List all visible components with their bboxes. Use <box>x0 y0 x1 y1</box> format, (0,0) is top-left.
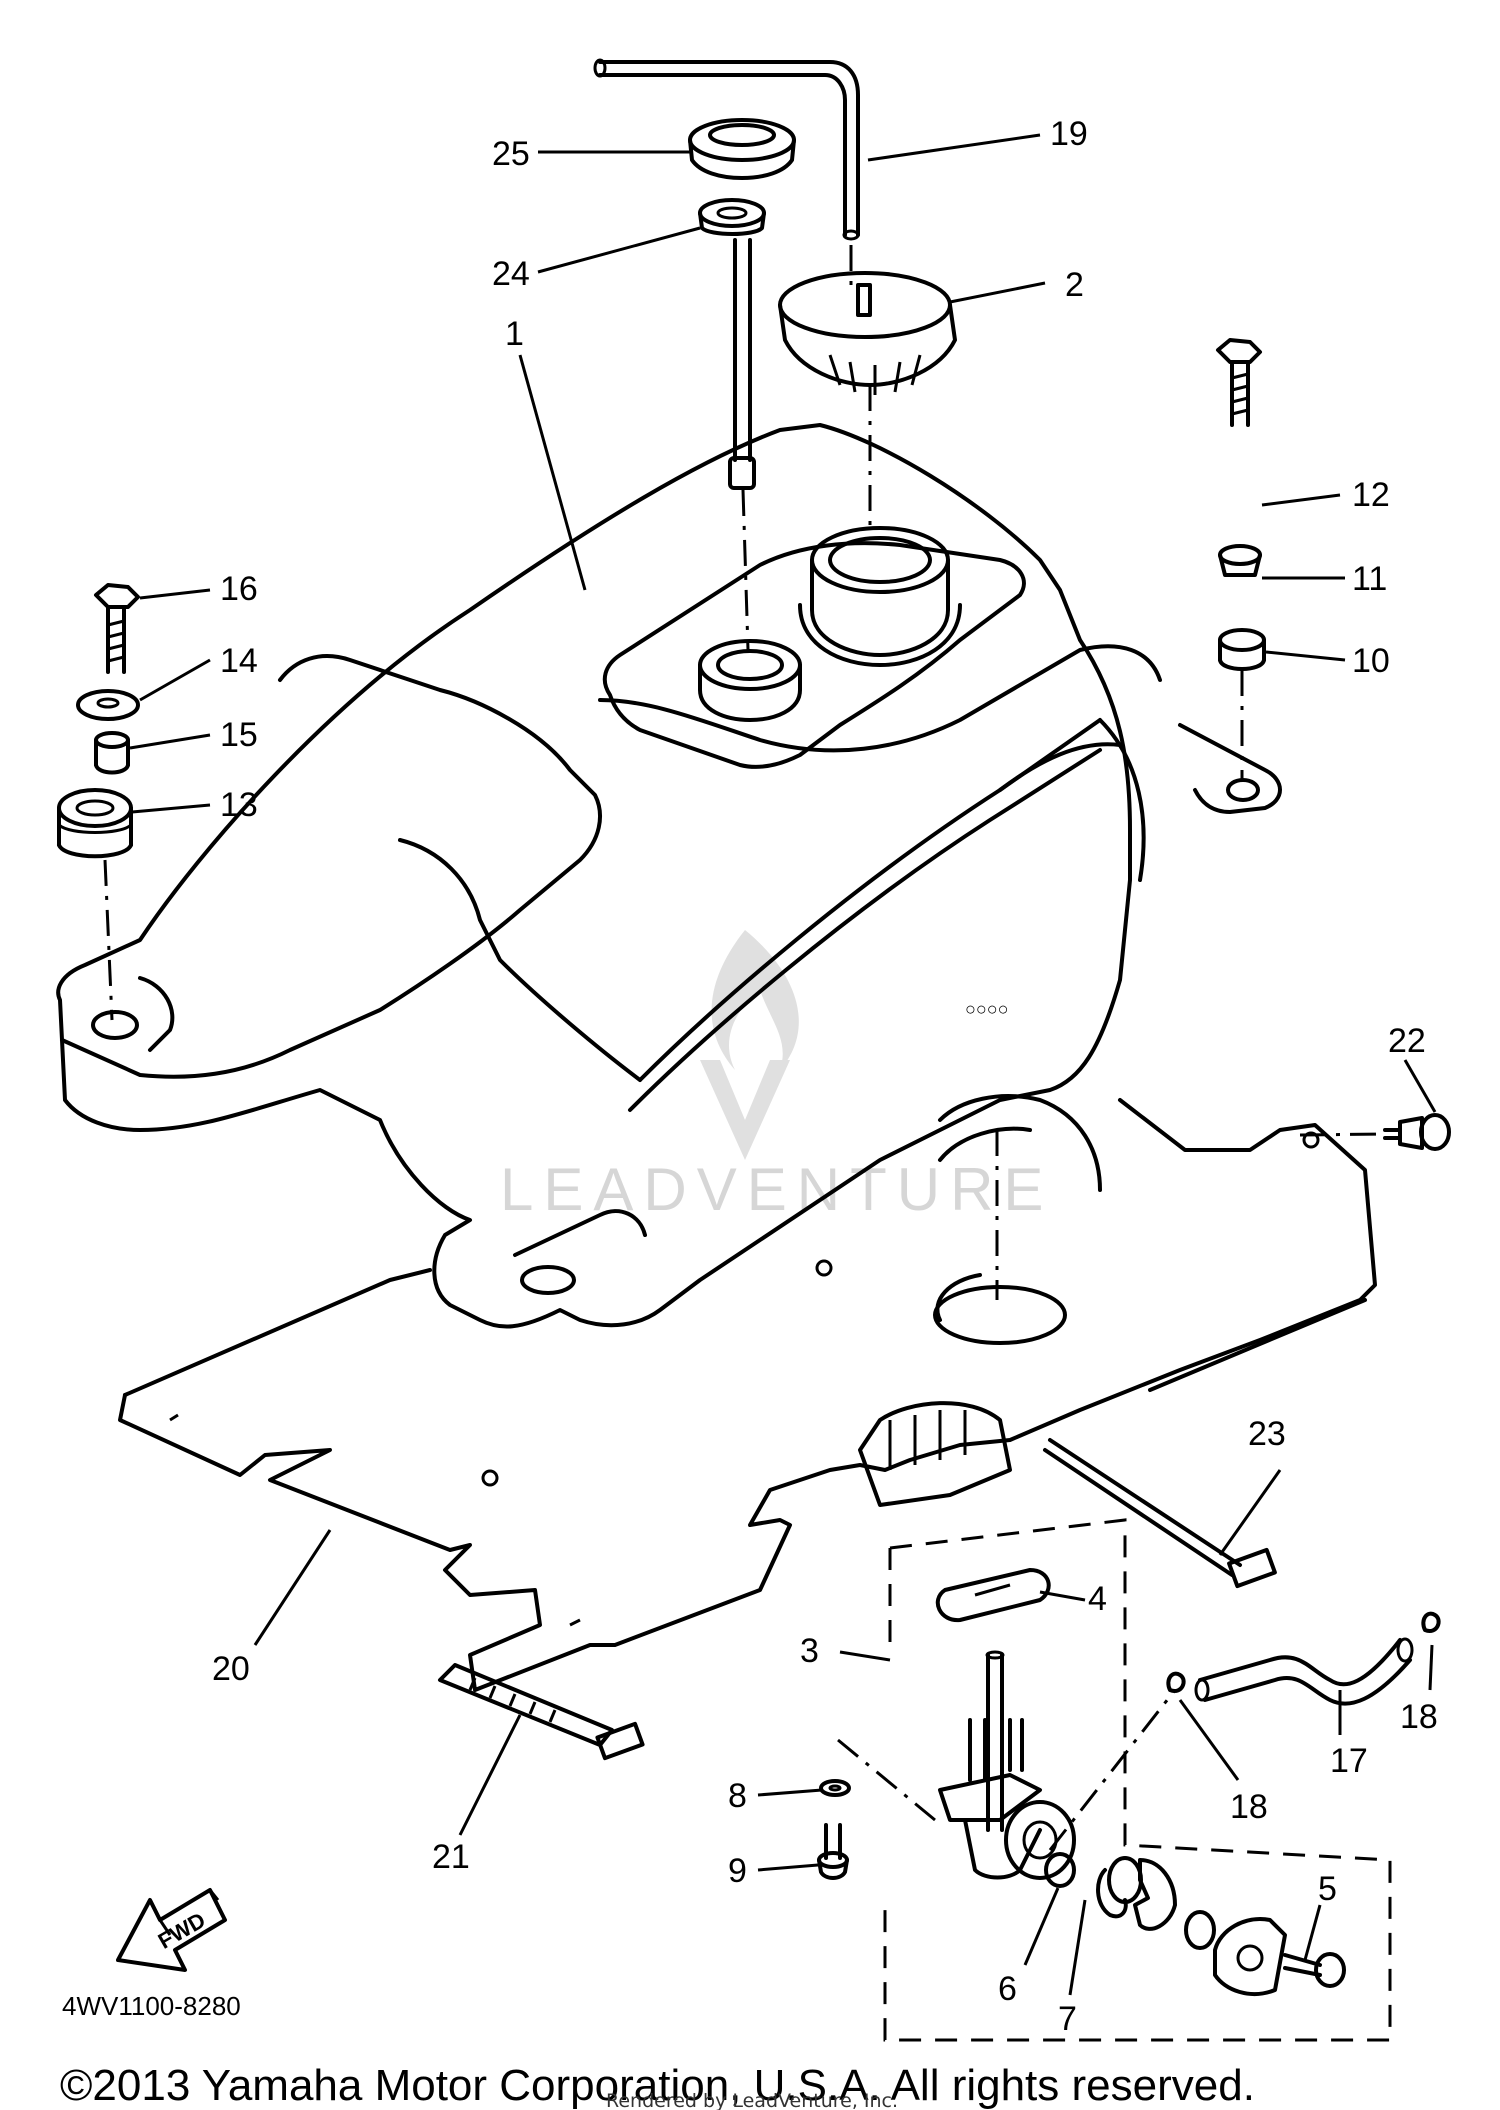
callout-18-a: 18 <box>1230 1788 1268 1826</box>
callout-3: 3 <box>800 1632 819 1670</box>
callout-labels: 25 24 19 2 1 12 11 10 16 14 15 13 22 23 … <box>212 115 1438 2038</box>
grommet-13 <box>57 788 133 859</box>
cable-tie-21 <box>438 1663 645 1761</box>
callout-leaders <box>129 133 1437 1996</box>
fuel-cock-grommet <box>858 1401 1012 1507</box>
diagram-code: 4WV1100-8280 <box>62 1991 241 2021</box>
callout-9: 9 <box>728 1852 747 1890</box>
cable-tie-23 <box>1043 1438 1277 1589</box>
callout-5: 5 <box>1318 1870 1337 1908</box>
breather-hose <box>593 58 860 241</box>
callout-8: 8 <box>728 1777 747 1815</box>
bolt-12 <box>1216 338 1262 427</box>
callout-17: 17 <box>1330 1742 1368 1780</box>
clip-22 <box>1383 1113 1451 1151</box>
callout-4: 4 <box>1088 1580 1107 1618</box>
tank-stamp: ○○○○ <box>965 999 1009 1019</box>
callout-12: 12 <box>1352 476 1390 514</box>
callout-16: 16 <box>220 570 258 608</box>
callout-13: 13 <box>220 786 258 824</box>
fuel-hose <box>1194 1637 1414 1706</box>
callout-19: 19 <box>1050 115 1088 153</box>
callout-11: 11 <box>1352 560 1387 598</box>
callout-23: 23 <box>1248 1415 1286 1453</box>
assembly-lines <box>103 245 1386 1851</box>
collar-11 <box>1218 544 1262 577</box>
level-gauge <box>698 198 766 490</box>
callout-21: 21 <box>432 1838 470 1876</box>
fuel-cock-assembly <box>817 1518 1392 2042</box>
callout-20: 20 <box>212 1650 250 1688</box>
callout-15: 15 <box>220 716 258 754</box>
grommet-10 <box>1218 628 1266 671</box>
collar-15 <box>94 731 130 775</box>
fuel-cap <box>778 271 957 395</box>
callout-25: 25 <box>492 135 530 173</box>
callout-6: 6 <box>998 1970 1017 2008</box>
bolt-16 <box>94 583 140 674</box>
copyright-notice: ©2013 Yamaha Motor Corporation, U.S.A. A… <box>60 2061 1255 2110</box>
watermark-logo <box>700 930 799 1160</box>
callout-22: 22 <box>1388 1022 1426 1060</box>
grommet-25 <box>688 118 796 180</box>
hose-clip-18b <box>1421 1611 1441 1633</box>
fwd-arrow-icon: FWD <box>116 1888 227 1972</box>
fuel-tank: ○○○○ <box>56 423 1282 1329</box>
callout-10: 10 <box>1352 642 1390 680</box>
watermark-text: LEADVENTURE <box>500 1156 1053 1223</box>
callout-7: 7 <box>1058 2000 1077 2038</box>
callout-14: 14 <box>220 642 258 680</box>
heat-protector-plate <box>118 1098 1377 1692</box>
callout-1: 1 <box>505 315 524 353</box>
rendered-by-credit: Rendered by LeadVenture, Inc. <box>606 2090 898 2110</box>
callout-24: 24 <box>492 255 530 293</box>
hose-clip-18a <box>1166 1671 1186 1693</box>
callout-2: 2 <box>1065 266 1084 304</box>
callout-18-b: 18 <box>1400 1698 1438 1736</box>
washer-14 <box>76 689 140 721</box>
